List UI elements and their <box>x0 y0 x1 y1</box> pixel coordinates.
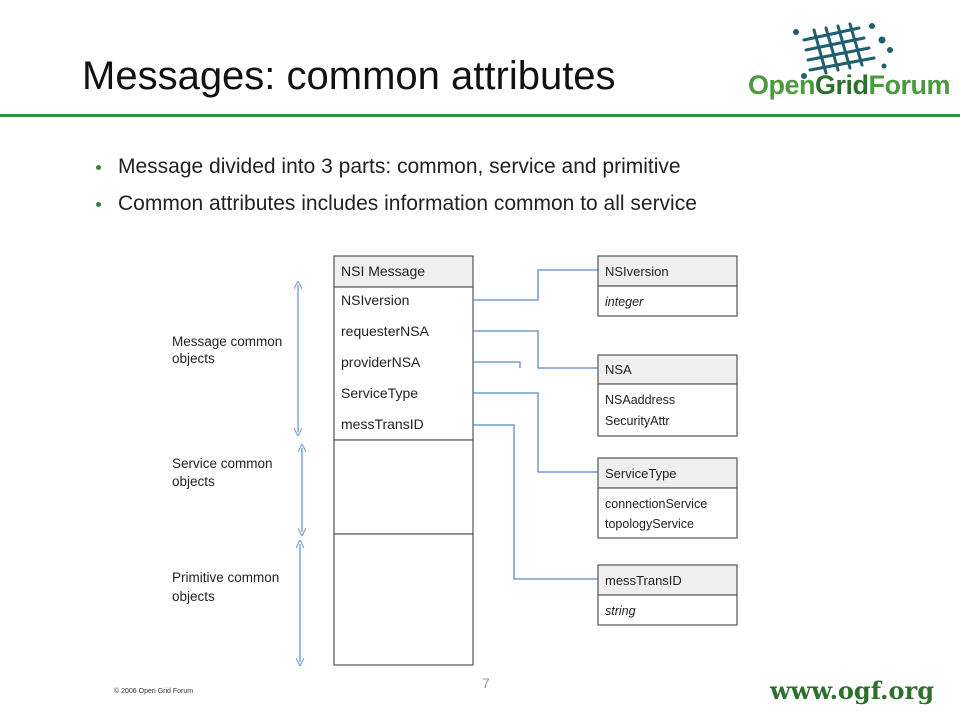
class-name: NSA <box>605 362 632 377</box>
footer-url: www.ogf.org <box>770 676 934 705</box>
bullet-dot-icon <box>96 165 101 170</box>
label-message-common: Message common objects <box>172 334 286 366</box>
connector-providernsa <box>473 361 521 368</box>
label-line: objects <box>172 351 215 366</box>
label-line: Service common <box>172 456 273 471</box>
page-number: 7 <box>482 675 490 691</box>
class-attribute: string <box>605 604 636 618</box>
footer-copyright: © 2006 Open Grid Forum <box>114 688 194 695</box>
class-box-nsa: NSA NSAaddress SecurityAttr <box>597 354 738 437</box>
class-box-nsiversion: NSIversion integer <box>597 255 738 317</box>
field-requesternsa: requesterNSA <box>341 323 430 339</box>
label-primitive-common: Primitive common objects <box>172 570 283 604</box>
bullet-text: Message divided into 3 parts: common, se… <box>118 155 681 178</box>
field-messtransid: messTransID <box>341 416 424 432</box>
logo-part-open: Open <box>748 70 816 100</box>
label-line: Primitive common <box>172 570 279 585</box>
field-servicetype: ServiceType <box>341 385 418 401</box>
connector-nsiversion <box>473 269 598 301</box>
class-attribute: SecurityAttr <box>605 414 670 428</box>
connector-messtransid <box>473 424 598 580</box>
class-attribute: connectionService <box>605 497 707 511</box>
logo-wordmark: OpenGridForum <box>748 70 951 100</box>
slide-title: Messages: common attributes <box>82 54 616 98</box>
field-providernsa: providerNSA <box>341 354 421 370</box>
title-divider <box>0 114 960 117</box>
connector-requesternsa <box>473 330 598 369</box>
label-line: Message common <box>172 334 282 349</box>
connector-servicetype <box>473 392 598 473</box>
label-service-common: Service common objects <box>172 456 276 489</box>
bullet-dot-icon <box>96 202 101 207</box>
class-box-servicetype: ServiceType connectionService topologySe… <box>597 457 738 539</box>
class-attribute: integer <box>605 295 644 309</box>
class-attribute: topologyService <box>605 517 694 531</box>
logo-part-grid: Grid <box>815 70 869 100</box>
label-line: objects <box>172 589 215 604</box>
label-line: objects <box>172 474 215 489</box>
class-name: ServiceType <box>605 466 677 481</box>
class-name: NSIversion <box>605 264 669 279</box>
nsi-message-box: NSI Message NSIversion requesterNSA prov… <box>333 255 474 666</box>
bullet-text: Common attributes includes information c… <box>118 192 697 215</box>
bullet-item: Message divided into 3 parts: common, se… <box>96 148 697 185</box>
bullet-list: Message divided into 3 parts: common, se… <box>96 148 697 222</box>
class-box-messtransid: messTransID string <box>597 564 738 626</box>
grid-network-logo-icon <box>793 22 893 79</box>
class-attribute: NSAaddress <box>605 393 675 407</box>
class-name: messTransID <box>605 573 682 588</box>
logo-part-forum: Forum <box>868 70 951 100</box>
field-nsiversion: NSIversion <box>341 292 409 308</box>
bullet-item: Common attributes includes information c… <box>96 185 697 222</box>
main-box-title: NSI Message <box>341 263 425 279</box>
